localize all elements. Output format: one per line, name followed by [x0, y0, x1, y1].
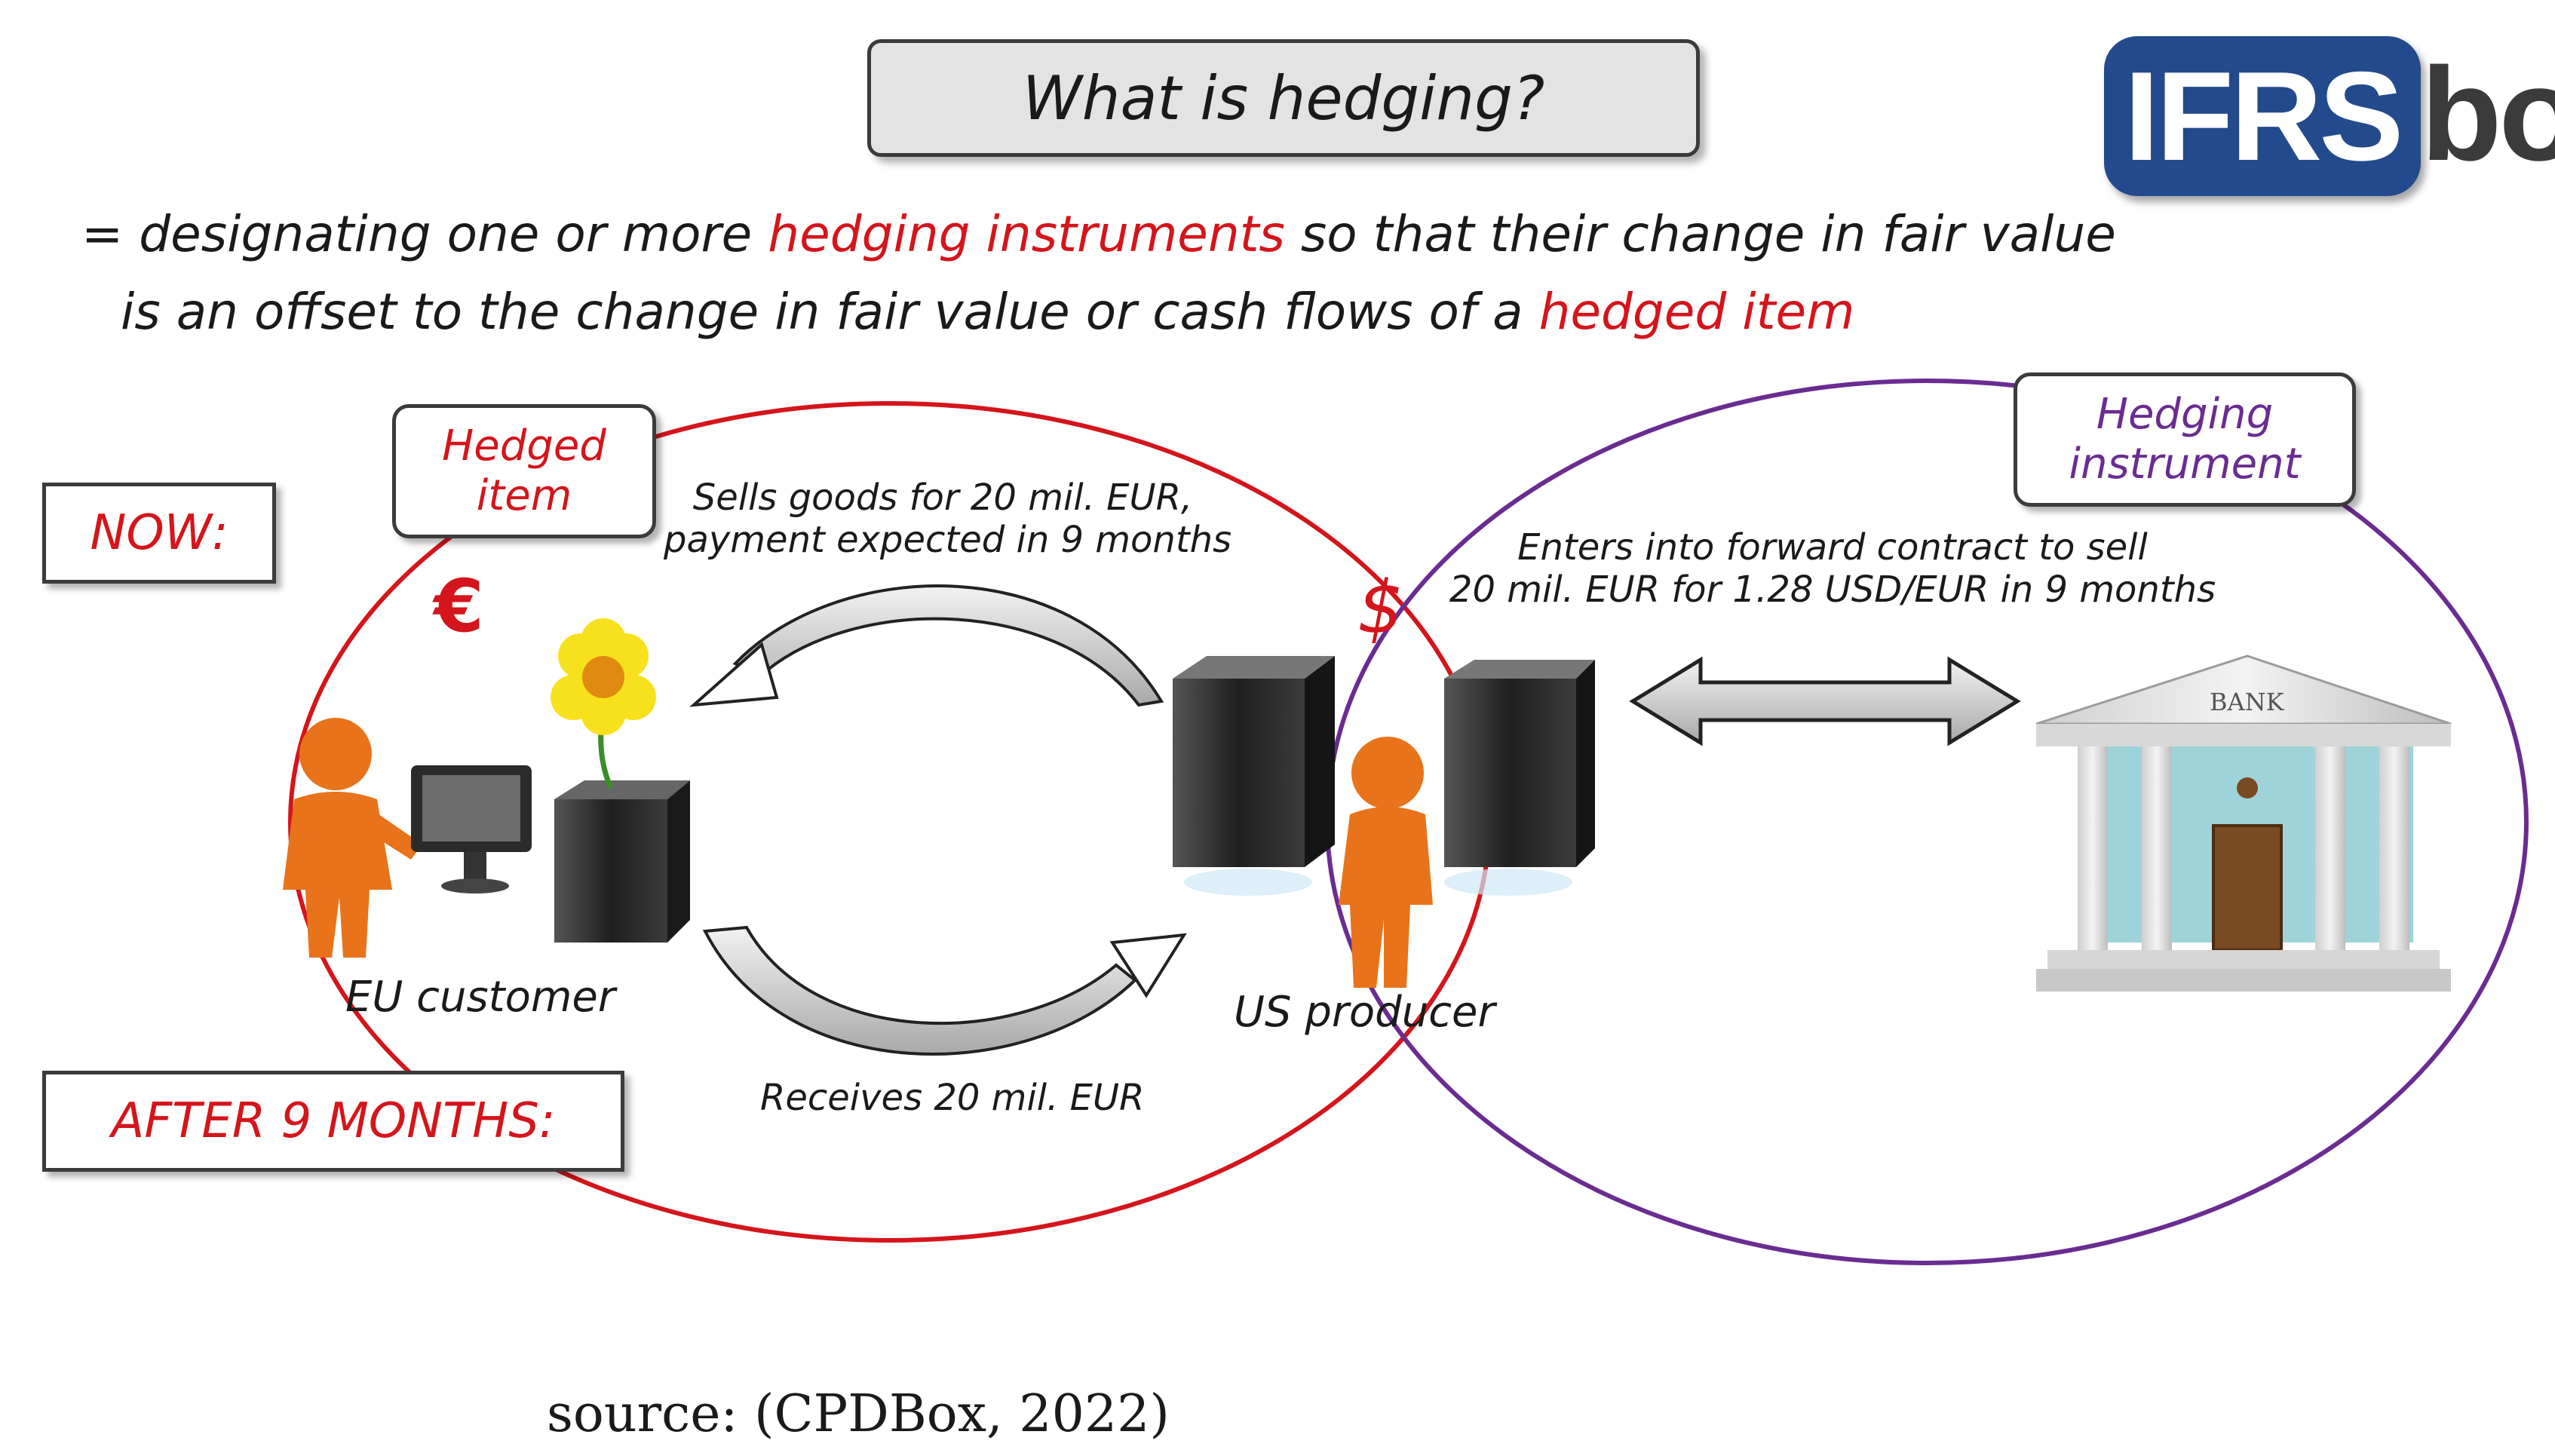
sells-goods-line: Sells goods for 20 mil. EUR, [692, 477, 1193, 519]
double-arrow [1629, 656, 2021, 746]
after-9-months-label-text: AFTER 9 MONTHS: [111, 1093, 556, 1149]
hedged-item-highlight: hedged item [1538, 283, 1855, 341]
hedging-instrument-label: Hedging instrument [2014, 372, 2356, 507]
forward-terms-line: 20 mil. EUR for 1.28 USD/EUR in 9 months [1449, 569, 2216, 611]
euro-symbol: € [434, 564, 484, 648]
source-citation: source: (CPDBox, 2022) [547, 1384, 1170, 1444]
us-producer-figure [1339, 737, 1433, 988]
definition-line-1-suffix: so that their change in fair value [1284, 205, 2116, 263]
flower-icon [551, 618, 656, 789]
monitor-icon [411, 765, 532, 894]
hedging-instrument-label-text: Hedging instrument [2069, 390, 2301, 489]
ifrsbox-logo: IFRS [2104, 36, 2421, 196]
dollar-symbol: $ [1357, 566, 1404, 650]
payment-expected-line: payment expected in 9 months [664, 519, 1232, 561]
hedged-item-label-text: Hedged item [442, 421, 606, 520]
page-title: What is hedging? [867, 39, 1700, 157]
enters-forward-line: Enters into forward contract to sell [1517, 526, 2148, 569]
definition-line-1: = designating one or more hedging instru… [81, 205, 2116, 263]
logo-text-main: IFRS [2124, 44, 2404, 187]
title-text: What is hedging? [1022, 63, 1545, 133]
definition-line-2-prefix: is an offset to the change in fair value… [121, 283, 1539, 341]
definition-line-2: is an offset to the change in fair value… [121, 283, 1854, 341]
receives-caption: Receives 20 mil. EUR [760, 1077, 1145, 1119]
eu-customer-caption: EU customer [345, 973, 615, 1022]
forward-contract-caption: Enters into forward contract to sell 20 … [1448, 526, 2217, 611]
now-label-text: NOW: [90, 505, 229, 561]
logo-suffix: box [2421, 41, 2555, 189]
now-label: NOW: [42, 483, 276, 584]
us-producer-server-right [1444, 660, 1595, 896]
hedged-item-label: Hedged item [392, 404, 656, 538]
eu-customer-figure [283, 718, 422, 958]
hedging-instruments-highlight: hedging instruments [768, 205, 1285, 263]
computer-tower-icon [554, 780, 690, 943]
after-9-months-label: AFTER 9 MONTHS: [42, 1071, 624, 1172]
curved-arrow-top [689, 584, 1164, 707]
curved-arrow-bottom [702, 925, 1187, 1056]
us-producer-caption: US producer [1234, 988, 1495, 1037]
sells-goods-caption: Sells goods for 20 mil. EUR, payment exp… [664, 477, 1232, 561]
us-producer-server-left [1173, 656, 1335, 896]
bank-building-icon [2035, 654, 2452, 992]
definition-line-1-prefix: = designating one or more [81, 205, 768, 263]
bank-label: BANK [2210, 688, 2284, 716]
